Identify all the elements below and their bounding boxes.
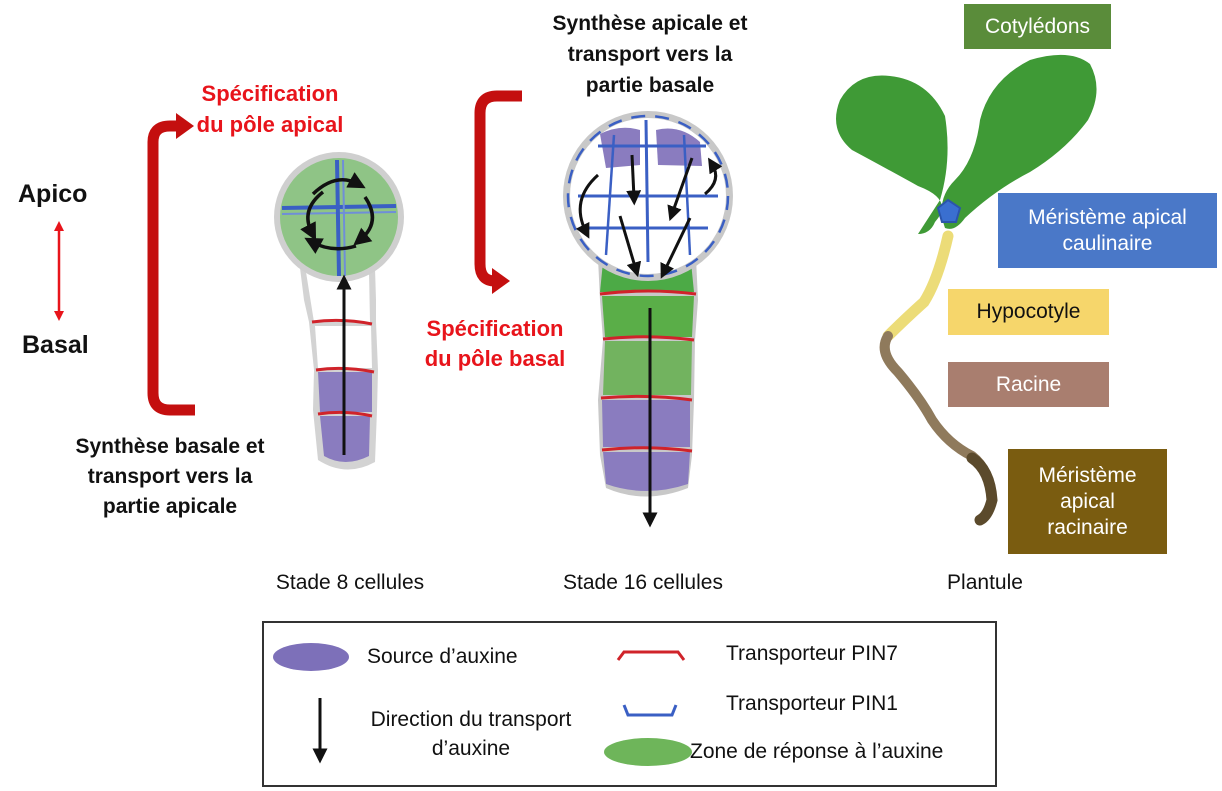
shoot-apical-meristem-label: Méristème apical caulinaire: [998, 193, 1217, 268]
legend-transport-line1: Direction du transport: [370, 708, 572, 731]
apico-label: Apico: [18, 180, 88, 208]
basal-synthesis-line3: partie apicale: [102, 495, 238, 518]
embryo-8-cell: [274, 152, 404, 470]
legend-box: [262, 621, 997, 787]
apical-synthesis-line2: transport vers la: [567, 43, 733, 66]
root-label: Racine: [948, 362, 1109, 407]
legend-pin7-glyph: [616, 650, 686, 661]
ram-line1: Méristème: [1038, 463, 1137, 487]
seedling-caption: Plantule: [947, 571, 1023, 594]
apical-spec-line1: Spécification: [201, 81, 339, 106]
basal-synthesis-line1: Synthèse basale et: [75, 435, 265, 458]
legend-pin7-label: Transporteur PIN7: [726, 642, 898, 665]
legend-auxin-source-label: Source d’auxine: [367, 645, 518, 668]
legend-response-zone-swatch: [604, 738, 692, 766]
ram-line2: apical: [1060, 489, 1115, 513]
stage8-caption: Stade 8 cellules: [275, 571, 425, 594]
root-apical-meristem-label: Méristème apical racinaire: [1008, 449, 1167, 554]
stage16-caption: Stade 16 cellules: [563, 571, 723, 594]
apical-synthesis-line3: partie basale: [585, 74, 715, 97]
apical-spec-line2: du pôle apical: [196, 112, 344, 137]
cotyledons-label: Cotylédons: [964, 4, 1111, 49]
legend-pin1-label: Transporteur PIN1: [726, 692, 898, 715]
apical-specification-bracket: [147, 113, 195, 416]
basal-spec-line1: Spécification: [426, 316, 564, 341]
hypocotyl-label: Hypocotyle: [948, 289, 1109, 335]
legend-pin1-glyph: [622, 704, 678, 717]
sam-line2: caulinaire: [1062, 231, 1153, 255]
basal-specification-bracket: [474, 90, 522, 294]
basal-spec-line2: du pôle basal: [424, 346, 566, 371]
seedling-illustration: [836, 54, 1097, 526]
basal-label: Basal: [22, 331, 89, 359]
legend-transport-line2: d’auxine: [431, 737, 511, 760]
legend-auxin-source-swatch: [273, 643, 349, 671]
basal-synthesis-line2: transport vers la: [87, 465, 253, 488]
apical-synthesis-line1: Synthèse apicale et: [552, 12, 748, 35]
sam-line1: Méristème apical: [1028, 205, 1187, 229]
legend-response-zone-label: Zone de réponse à l’auxine: [690, 740, 944, 763]
embryo-16-cell: [563, 111, 733, 528]
ram-line3: racinaire: [1047, 515, 1128, 539]
